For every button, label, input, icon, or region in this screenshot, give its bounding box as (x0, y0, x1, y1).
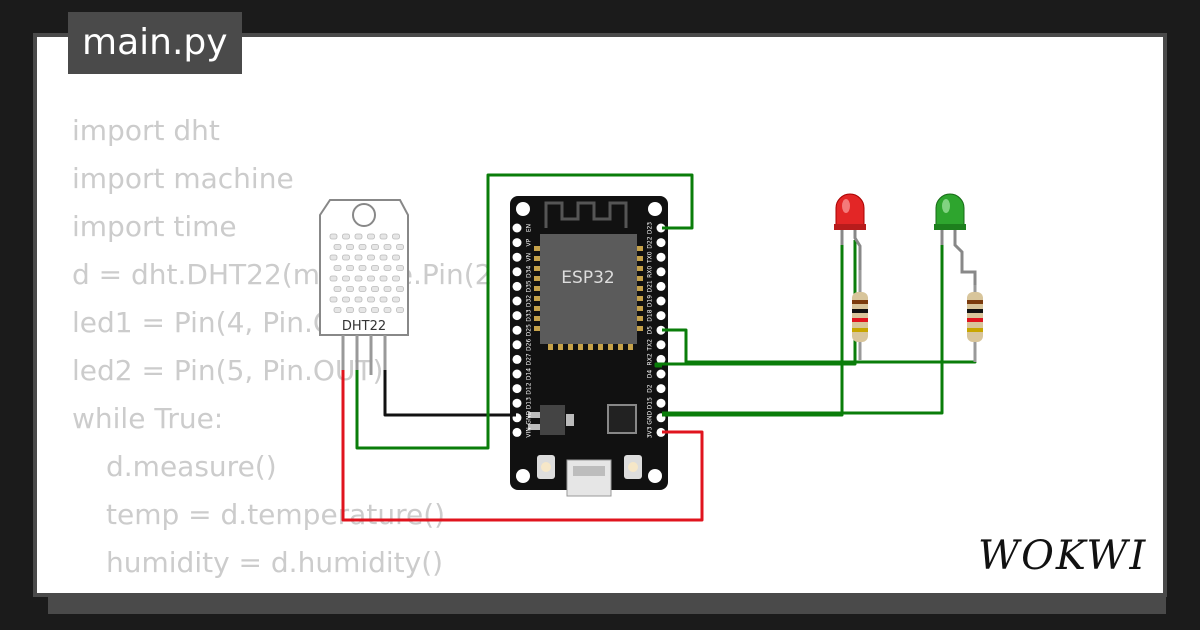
wokwi-logo: WOKWI (978, 533, 1147, 579)
board-label: ESP32 (561, 268, 614, 288)
wire-gnd-sensor (383, 370, 516, 417)
red-led[interactable] (834, 193, 866, 270)
pin-d33[interactable] (512, 311, 522, 321)
pin-label: D13 (526, 397, 533, 409)
pin-d12[interactable] (512, 384, 522, 394)
pin-rx0[interactable] (656, 267, 666, 277)
pin-label: D19 (647, 295, 654, 307)
regulator-chip (540, 405, 565, 435)
pin-label: D23 (647, 222, 654, 234)
pin-label: GND (647, 411, 654, 425)
esp32-board[interactable]: ESP32 ENVPVND34D35D32D33D25D26D27D14D12D… (510, 196, 668, 497)
file-name-tab[interactable]: main.py (68, 12, 242, 74)
sensor-vent-grid (329, 233, 404, 313)
pin-label: D27 (526, 353, 533, 365)
pin-label: VN (526, 253, 533, 262)
code-line: temp = d.temperature() (106, 498, 446, 531)
pin-rx2[interactable] (656, 354, 666, 364)
pin-label: D21 (647, 280, 654, 292)
pin-label: D4 (647, 370, 654, 379)
pin-label: D25 (526, 324, 533, 336)
resistor-1[interactable] (852, 270, 868, 360)
code-preview: import dht import machine import time d = d… (72, 107, 492, 587)
pin-d4[interactable] (656, 369, 666, 379)
pin-label: D14 (526, 368, 533, 380)
pin-tx2[interactable] (656, 340, 666, 350)
pin-label: 3V3 (647, 426, 654, 438)
pin-d32[interactable] (512, 296, 522, 306)
wire-led-gnd (662, 240, 844, 417)
pin-label: VIN (526, 427, 533, 437)
pin-d18[interactable] (656, 311, 666, 321)
pin-label: RX2 (647, 353, 654, 365)
pin-label: D5 (647, 326, 654, 335)
pin-label: D15 (647, 397, 654, 409)
pin-d27[interactable] (512, 354, 522, 364)
green-led[interactable] (934, 193, 977, 292)
pin-d25[interactable] (512, 325, 522, 335)
code-line: d.measure() (106, 450, 277, 483)
pin-label: D26 (526, 338, 533, 350)
file-name-label: main.py (82, 22, 228, 63)
module-pads (534, 246, 643, 350)
right-pin-header: D23D22TX0RX0D21D19D18D5TX2RX2D4D2D15GND3… (647, 222, 666, 438)
pin-d22[interactable] (656, 238, 666, 248)
pin-d15[interactable] (656, 398, 666, 408)
code-line: import dht (72, 114, 220, 147)
pin-d2[interactable] (656, 384, 666, 394)
pin-label: TX0 (647, 251, 654, 264)
pin-label: GND (526, 411, 533, 425)
pin-label: TX2 (647, 339, 654, 352)
pin-label: D33 (526, 309, 533, 321)
wire-led2-gnd (662, 240, 944, 415)
esp32-module (540, 234, 637, 344)
pin-en[interactable] (512, 223, 522, 233)
pin-label: D32 (526, 295, 533, 307)
pin-label: VP (526, 238, 533, 246)
code-line: led2 = Pin(5, Pin.OUT) (72, 354, 384, 387)
pin-d26[interactable] (512, 340, 522, 350)
pin-label: D34 (526, 265, 533, 277)
pin-d13[interactable] (512, 398, 522, 408)
pin-d35[interactable] (512, 281, 522, 291)
code-line: import time (72, 210, 237, 243)
code-line: humidity = d.humidity() (106, 546, 444, 579)
pin-d19[interactable] (656, 296, 666, 306)
wire-led2-gpio5 (662, 328, 977, 364)
pin-3v3[interactable] (656, 427, 666, 437)
pin-label: D22 (647, 236, 654, 248)
code-line: d = dht.DHT22(machine.Pin(2 (72, 258, 493, 291)
pin-label: D18 (647, 309, 654, 321)
code-line: import machine (72, 162, 294, 195)
pin-d21[interactable] (656, 281, 666, 291)
usb-port (566, 459, 612, 497)
pin-vn[interactable] (512, 252, 522, 262)
brand-name: WOKWI (978, 533, 1147, 579)
dht22-sensor[interactable]: DHT22 (319, 199, 409, 375)
pin-label: D12 (526, 382, 533, 394)
pin-d5[interactable] (656, 325, 666, 335)
resistor-2[interactable] (967, 285, 983, 362)
pin-vp[interactable] (512, 238, 522, 248)
pin-d23[interactable] (656, 223, 666, 233)
pin-label: EN (526, 224, 533, 232)
pin-tx0[interactable] (656, 252, 666, 262)
pin-label: RX0 (647, 266, 654, 278)
pin-label: D35 (526, 280, 533, 292)
pin-d34[interactable] (512, 267, 522, 277)
sensor-label: DHT22 (342, 319, 386, 334)
pin-vin[interactable] (512, 427, 522, 437)
pin-label: D2 (647, 384, 654, 393)
antenna-trace (544, 201, 628, 228)
code-line: while True: (72, 402, 224, 435)
wire-sensor-data (355, 173, 694, 450)
pin-d14[interactable] (512, 369, 522, 379)
usb-uart-chip (607, 404, 637, 434)
wire-vcc-sensor (341, 370, 704, 522)
